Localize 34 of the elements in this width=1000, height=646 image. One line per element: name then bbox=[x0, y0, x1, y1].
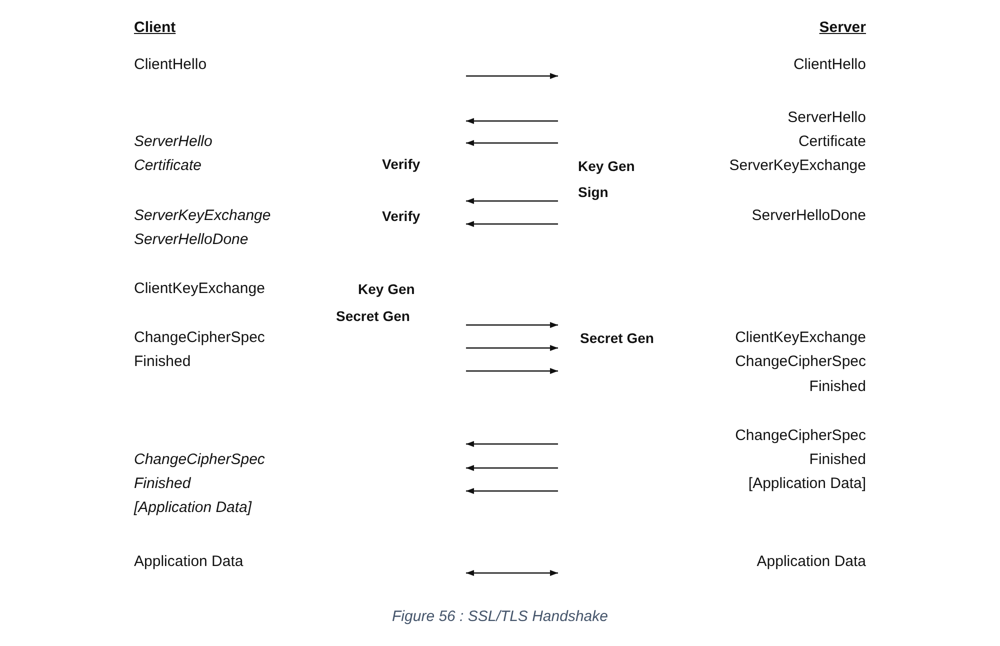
column-heading: Client bbox=[134, 18, 176, 38]
message-label: ClientHello bbox=[134, 55, 207, 75]
column-heading: Server bbox=[819, 18, 866, 38]
message-label: Finished bbox=[134, 352, 191, 372]
received-message: Finished bbox=[134, 474, 191, 494]
message-label: ServerHello bbox=[788, 108, 866, 128]
message-label: Finished bbox=[809, 377, 866, 397]
figure-caption: Figure 56 : SSL/TLS Handshake bbox=[391, 608, 609, 625]
message-label: ChangeCipherSpec bbox=[735, 352, 866, 372]
message-label: ClientKeyExchange bbox=[735, 328, 866, 348]
received-message: [Application Data] bbox=[134, 498, 252, 518]
message-label: Application Data bbox=[134, 552, 244, 572]
message-label: ServerKeyExchange bbox=[729, 156, 866, 176]
message-label: ServerHelloDone bbox=[752, 206, 866, 226]
received-message: ServerHelloDone bbox=[134, 230, 248, 250]
step-annotation: Key Gen bbox=[578, 157, 635, 176]
message-label: Finished bbox=[809, 450, 866, 470]
step-annotation: Secret Gen bbox=[580, 329, 654, 348]
step-annotation: Verify bbox=[382, 207, 420, 226]
step-annotation: Verify bbox=[382, 155, 420, 174]
message-label: ClientKeyExchange bbox=[134, 279, 265, 299]
step-annotation: Sign bbox=[578, 183, 608, 202]
message-label: ChangeCipherSpec bbox=[735, 426, 866, 446]
message-label: Application Data bbox=[756, 552, 866, 572]
message-label: Certificate bbox=[798, 132, 866, 152]
step-annotation: Key Gen bbox=[358, 280, 415, 299]
received-message: Certificate bbox=[134, 156, 202, 176]
received-message: ChangeCipherSpec bbox=[134, 450, 265, 470]
received-message: ServerHello bbox=[134, 132, 212, 152]
message-label: [Application Data] bbox=[748, 474, 866, 494]
message-label: ClientHello bbox=[793, 55, 866, 75]
step-annotation: Secret Gen bbox=[336, 307, 410, 326]
received-message: ServerKeyExchange bbox=[134, 206, 271, 226]
message-label: ChangeCipherSpec bbox=[134, 328, 265, 348]
